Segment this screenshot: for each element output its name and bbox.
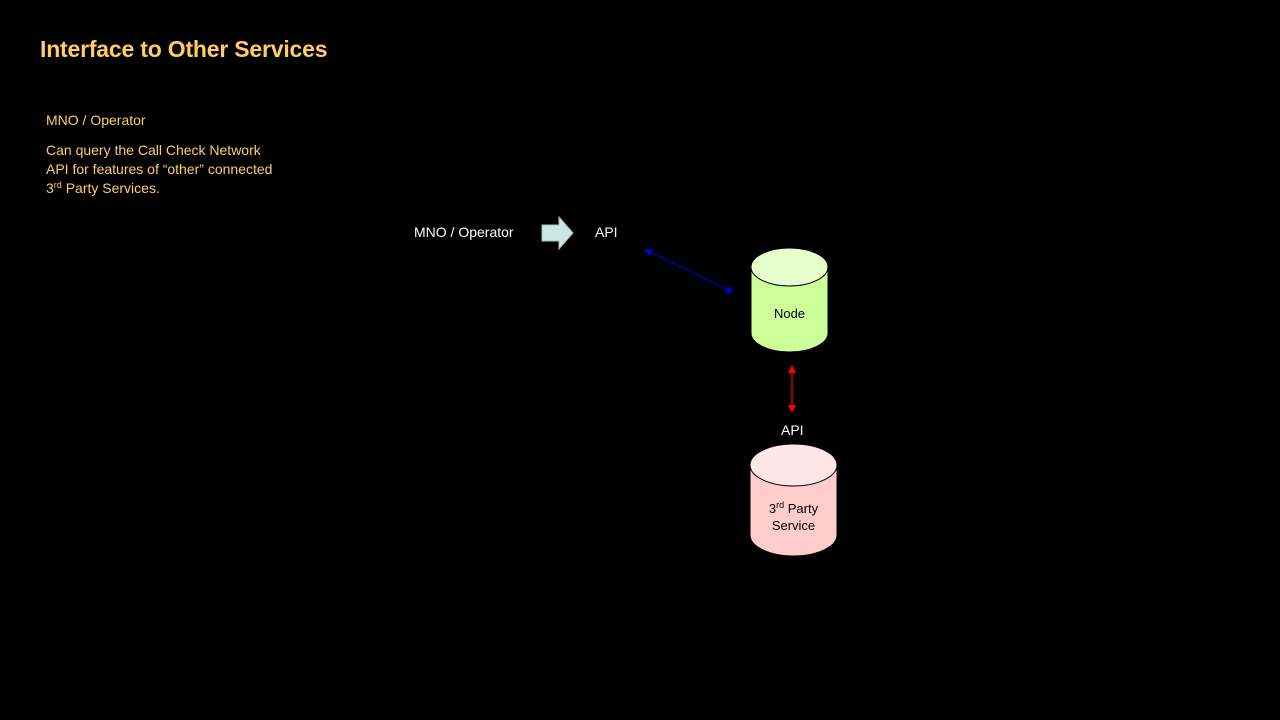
third-party-label-number: 3 [768,501,777,516]
third-party-cylinder [749,443,838,557]
node-label: Node [773,306,806,321]
side-description-superscript: rd [53,180,62,190]
side-description-tail: Party Services. [61,180,160,196]
side-description-text: Can query the Call Check Network API for… [46,142,273,196]
flow-source-label: MNO / Operator [414,224,514,240]
third-party-label-superscript: rd [776,500,785,510]
lower-api-label: API [781,422,804,438]
flow-api-label: API [595,224,618,240]
flow-arrow-icon [541,215,574,251]
third-party-label-service: Service [771,518,816,533]
side-description: Can query the Call Check Network API for… [46,141,286,198]
slide-title: Interface to Other Services [40,36,328,62]
third-party-label-party: Party [784,501,819,516]
node-cylinder [750,247,829,353]
side-heading: MNO / Operator [46,112,146,128]
api-node-connector [644,249,734,293]
